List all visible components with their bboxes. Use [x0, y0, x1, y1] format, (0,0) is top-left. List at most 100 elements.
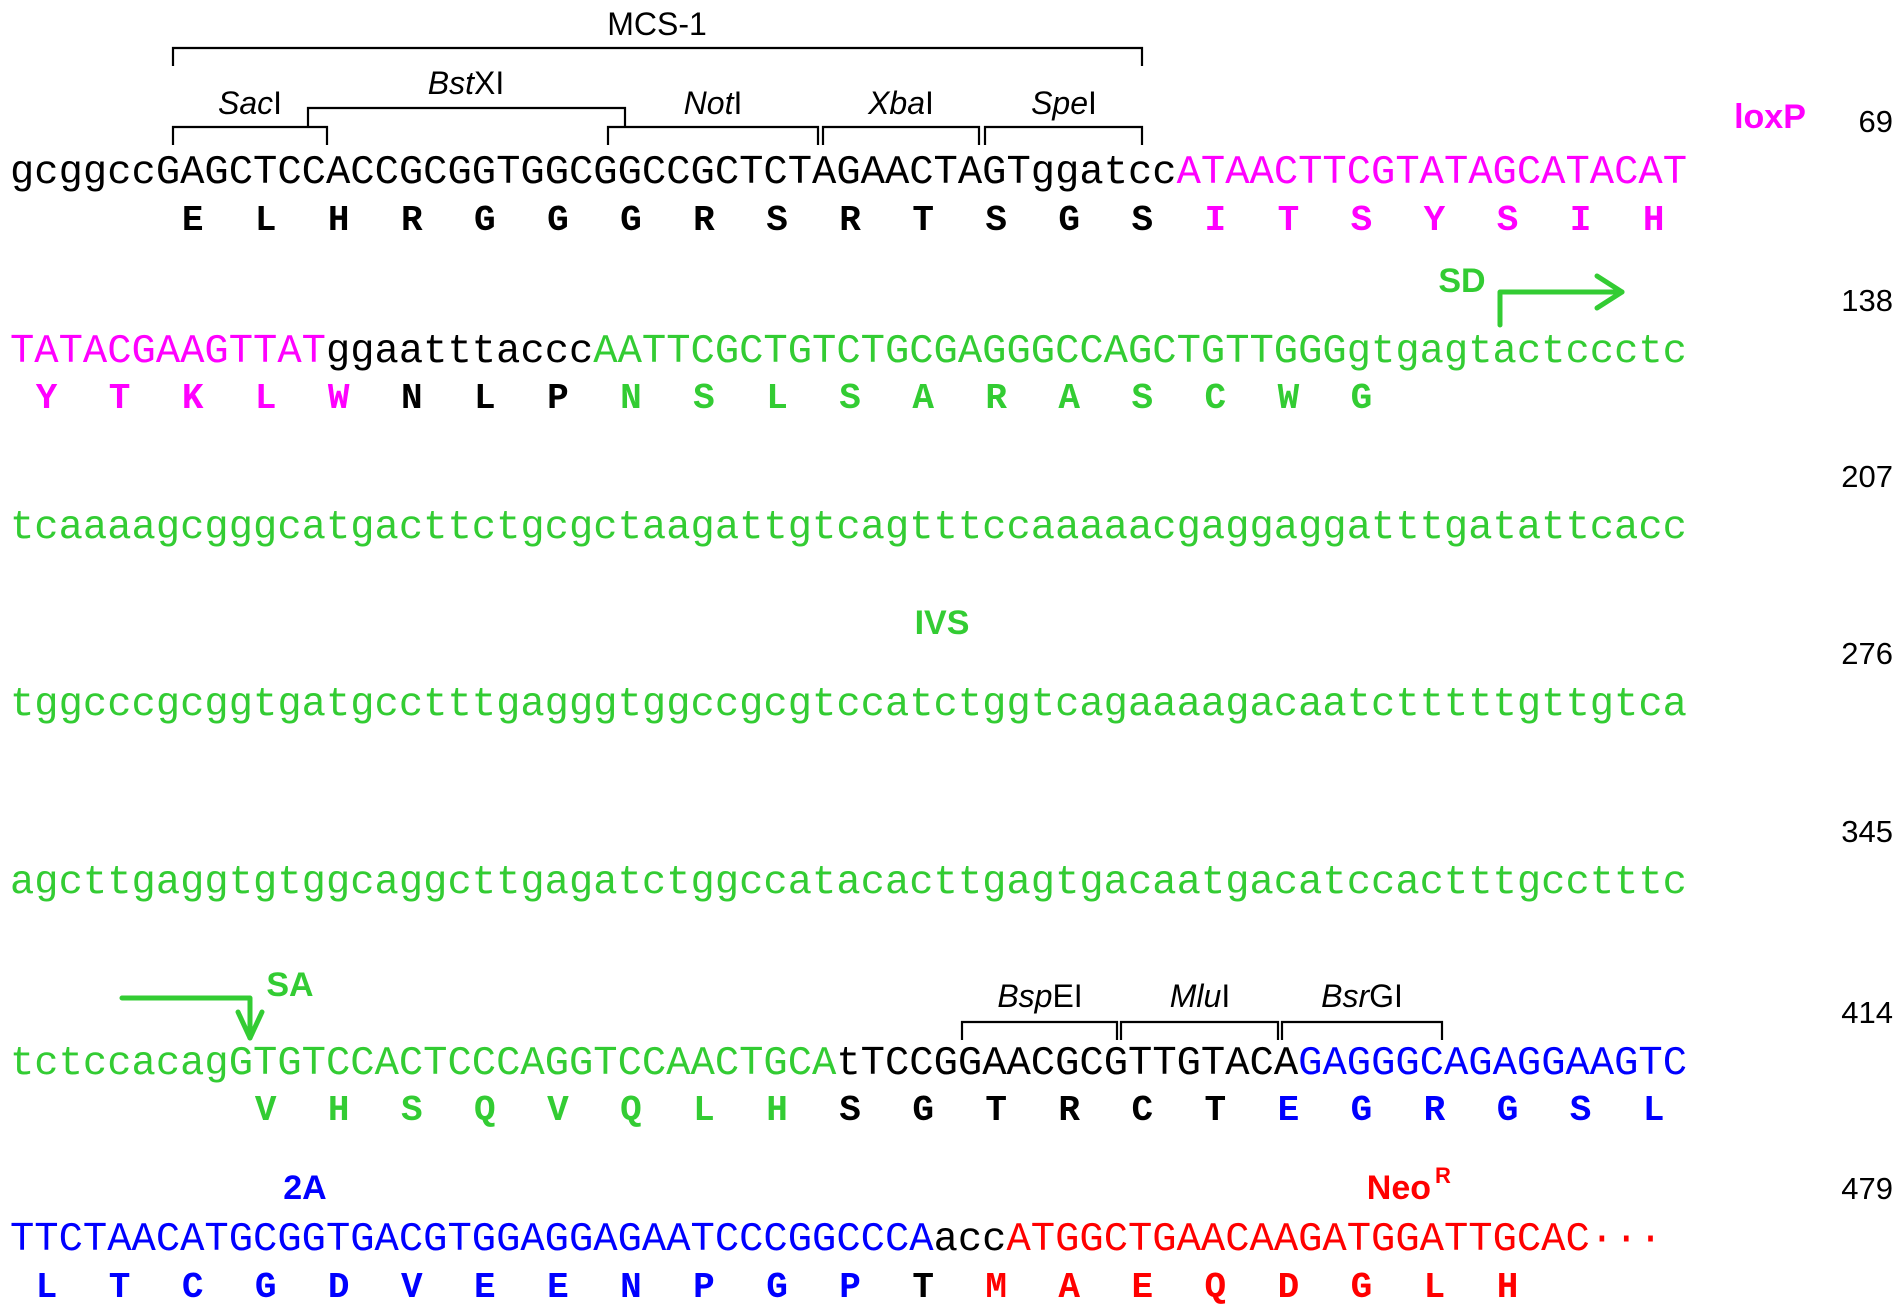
amino-acid: G	[1497, 1090, 1519, 1131]
amino-acid: W	[328, 378, 350, 419]
amino-acid: R	[985, 378, 1007, 419]
amino-acid: H	[328, 1090, 350, 1131]
amino-acid: L	[766, 378, 788, 419]
row-number: 276	[1841, 636, 1893, 671]
sequence-segment: t	[836, 1041, 860, 1087]
sequence-segment: AATTCGCTGTCTGCGAGGGCCAGCTGTTGGG	[593, 329, 1346, 375]
amino-acid: H	[1497, 1267, 1519, 1308]
amino-acid: T	[109, 1267, 131, 1308]
mlu-italic: Mlu	[1170, 978, 1222, 1014]
amino-acid: L	[693, 1090, 715, 1131]
amino-acid: V	[401, 1267, 423, 1308]
amino-acid: H	[1643, 200, 1665, 241]
amino-acid: Q	[620, 1090, 642, 1131]
amino-acid: H	[328, 200, 350, 241]
mlu-roman: I	[1221, 978, 1230, 1014]
amino-acid: S	[766, 200, 788, 241]
row-number: 479	[1841, 1171, 1893, 1206]
mcs1-label: MCS-1	[607, 6, 707, 42]
bstx-label: BstXI	[428, 65, 504, 101]
amino-acid: G	[1351, 378, 1373, 419]
amino-acid: L	[1643, 1090, 1665, 1131]
mlu-label: MluI	[1170, 978, 1230, 1014]
amino-acid: D	[1278, 1267, 1300, 1308]
restriction-brackets	[171, 46, 1444, 1040]
sac-bracket	[171, 125, 329, 145]
amino-acid: T	[1205, 1090, 1227, 1131]
amino-acid: S	[1570, 1090, 1592, 1131]
spe-bracket	[983, 125, 1144, 145]
amino-acid: S	[839, 378, 861, 419]
continuation-dots: ···	[1590, 1217, 1663, 1263]
sequence-segment: GAGCTCCACCGCGGTGGCGGCCGCTCTAGAACTAGT	[156, 150, 1031, 196]
amino-acid: V	[255, 1090, 277, 1131]
sequence-segment: tggcccgcggtgatgcctttgagggtggccgcgtccatct…	[10, 682, 1687, 728]
bsrg-roman: GI	[1369, 978, 1403, 1014]
sa-label: SA	[266, 966, 313, 1004]
twoa-label: 2A	[283, 1169, 326, 1207]
sequence-segment: acc	[934, 1217, 1007, 1263]
ivs-label: IVS	[915, 604, 970, 642]
amino-acid: S	[1131, 378, 1153, 419]
sac-label: SacI	[218, 85, 282, 121]
amino-acid: Y	[1424, 200, 1446, 241]
amino-acid: I	[1205, 200, 1227, 241]
spe-roman: I	[1088, 85, 1097, 121]
sequence-segment: TTCTAACATGCGGTGACGTGGAGGAGAATCCCGGCCCA	[10, 1217, 934, 1263]
amino-acid: R	[401, 200, 423, 241]
neo-superscript: R	[1435, 1163, 1451, 1188]
sequence-segment: GTGTCCACTCCCAGGTCCAACTGCA	[229, 1041, 837, 1087]
mcs1-bracket	[171, 46, 1144, 66]
dna-sequence: TTCTAACATGCGGTGACGTGGAGGAGAATCCCGGCCCAac…	[10, 1217, 1663, 1263]
amino-acid: W	[1278, 378, 1300, 419]
amino-acid: M	[985, 1267, 1007, 1308]
sa-arrow	[119, 995, 265, 1041]
amino-acid: R	[1058, 1090, 1080, 1131]
amino-acid: L	[255, 200, 277, 241]
amino-acid: E	[474, 1267, 496, 1308]
amino-acid: D	[328, 1267, 350, 1308]
sequence-row: tcaaaagcgggcatgacttctgcgctaagattgtcagttt…	[10, 459, 1893, 551]
loxp-label: loxP	[1734, 98, 1806, 136]
spe-label: SpeI	[1031, 85, 1097, 121]
amino-acid: E	[182, 200, 204, 241]
amino-acid: V	[547, 1090, 569, 1131]
amino-acid: I	[1570, 200, 1592, 241]
bsrg-bracket	[1280, 1020, 1444, 1040]
dna-sequence: TATACGAAGTTATggaatttacccAATTCGCTGTCTGCGA…	[10, 329, 1687, 375]
xba-roman: I	[925, 85, 934, 121]
amino-acid: N	[401, 378, 423, 419]
amino-acid: G	[1351, 1267, 1373, 1308]
spe-italic: Spe	[1031, 85, 1088, 121]
sequence-rows: gcggccGAGCTCCACCGCGGTGGCGGCCGCTCTAGAACTA…	[10, 104, 1893, 1308]
bstx-bracket	[306, 106, 627, 127]
sequence-segment: TATACGAAGTTAT	[10, 329, 326, 375]
row-number: 414	[1841, 995, 1893, 1030]
not-roman: I	[733, 85, 742, 121]
amino-acid: S	[693, 378, 715, 419]
bspe-roman: EI	[1052, 978, 1082, 1014]
amino-acid: S	[985, 200, 1007, 241]
sequence-segment: gcggcc	[10, 150, 156, 196]
bstx-italic: Bst	[428, 65, 475, 101]
amino-acid: R	[1424, 1090, 1446, 1131]
amino-acid: N	[620, 378, 642, 419]
amino-acid: T	[109, 378, 131, 419]
sequence-segment: ATAACTTCGTATAGCATACAT	[1177, 150, 1687, 196]
amino-acid: A	[1058, 378, 1080, 419]
row-number: 345	[1841, 814, 1893, 849]
sd-label: SD	[1438, 262, 1485, 300]
amino-acid: G	[1058, 200, 1080, 241]
amino-acid: A	[1058, 1267, 1080, 1308]
amino-acid: E	[1278, 1090, 1300, 1131]
amino-acid: Y	[36, 378, 58, 419]
sequence-row: tggcccgcggtgatgcctttgagggtggccgcgtccatct…	[10, 636, 1893, 728]
dna-sequence: gcggccGAGCTCCACCGCGGTGGCGGCCGCTCTAGAACTA…	[10, 150, 1687, 196]
sac-italic: Sac	[218, 85, 273, 121]
bspe-italic: Bsp	[997, 978, 1052, 1014]
amino-acid: Q	[1205, 1267, 1227, 1308]
amino-acid: C	[1131, 1090, 1153, 1131]
row-number: 138	[1841, 283, 1893, 318]
amino-acid: R	[693, 200, 715, 241]
amino-acid: R	[839, 200, 861, 241]
